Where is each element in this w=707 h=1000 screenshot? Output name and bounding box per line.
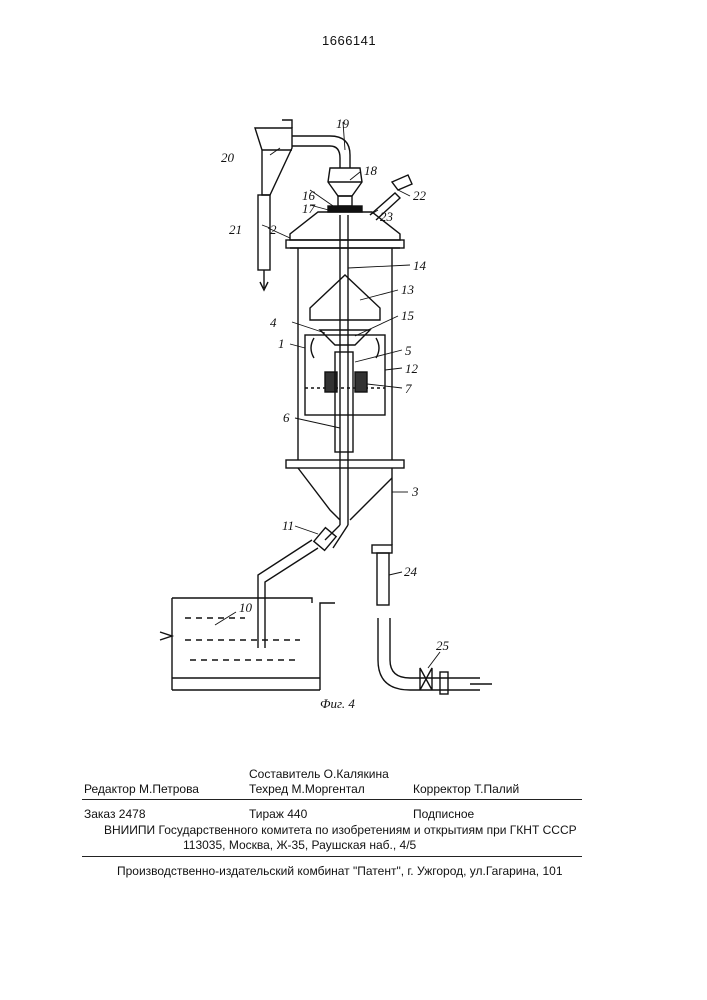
callout-18: 18: [364, 163, 378, 178]
callout-1: 1: [278, 336, 285, 351]
callout-5: 5: [405, 343, 412, 358]
callout-14: 14: [413, 258, 427, 273]
order: Заказ 2478: [84, 807, 146, 821]
callout-24: 24: [404, 564, 418, 579]
organization: ВНИИПИ Государственного комитета по изоб…: [104, 823, 577, 837]
circulation: Тираж 440: [249, 807, 307, 821]
callout-4: 4: [270, 315, 277, 330]
callout-20: 20: [221, 150, 235, 165]
central-tube-6: [335, 215, 353, 525]
bottom-cone-3: [298, 468, 392, 545]
callout-23: 23: [380, 209, 394, 224]
figure-caption: Фиг. 4: [320, 696, 355, 711]
callout-7: 7: [405, 381, 412, 396]
callout-25: 25: [436, 638, 450, 653]
corrector: Корректор Т.Палий: [413, 782, 519, 796]
feed-pipe-11: [258, 525, 348, 648]
pipe-19: [292, 136, 350, 168]
callout-17: 17: [302, 201, 316, 216]
cyclone-20: [255, 120, 292, 290]
divider-1: [82, 799, 582, 800]
discharge-24: [372, 545, 492, 694]
divider-2: [82, 856, 582, 857]
callout-19: 19: [336, 116, 350, 131]
callout-11: 11: [282, 518, 294, 533]
callout-2: 2: [270, 222, 277, 237]
callout-13: 13: [401, 282, 415, 297]
callout-21: 21: [229, 222, 242, 237]
callout-10: 10: [239, 600, 253, 615]
callout-12: 12: [405, 361, 419, 376]
callout-22: 22: [413, 188, 427, 203]
callout-6: 6: [283, 410, 290, 425]
callout-15: 15: [401, 308, 415, 323]
printer: Производственно-издательский комбинат "П…: [117, 864, 563, 878]
techred: Техред М.Моргентал: [249, 782, 365, 796]
apparatus-drawing: 19 20 18 16 17 22 23 21 2 14 13 15 4 1 5…: [0, 0, 707, 760]
editor: Редактор М.Петрова: [84, 782, 199, 796]
callout-3: 3: [411, 484, 419, 499]
column-body-1: [286, 248, 404, 468]
address: 113035, Москва, Ж-35, Раушская наб., 4/5: [183, 838, 416, 852]
subscription: Подписное: [413, 807, 474, 821]
compiler: Составитель О.Калякина: [249, 767, 389, 781]
